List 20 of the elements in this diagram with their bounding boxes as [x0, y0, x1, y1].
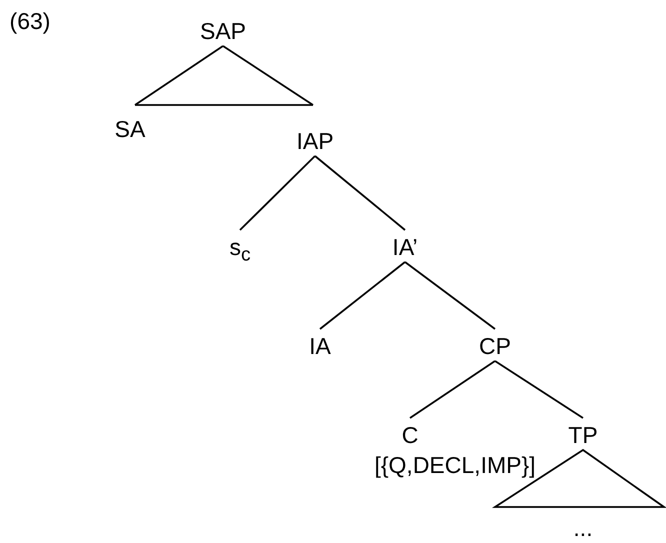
tree-node-label: CP: [479, 333, 511, 359]
tree-node-label: C: [402, 422, 418, 448]
tree-node-label: SAP: [200, 18, 246, 44]
example-number: (63): [10, 8, 50, 34]
branch-line: [319, 261, 406, 330]
tree-node-label: TP: [568, 422, 598, 448]
branch-line: [410, 360, 496, 419]
tree-node-label: s$_{c}$: [229, 234, 251, 269]
branch-line: [494, 360, 584, 419]
branch-line: [222, 45, 314, 106]
branch-line: [404, 261, 496, 330]
tree-node-label: IAP: [296, 128, 334, 154]
tree-node-label: SA: [114, 116, 146, 142]
tree-node-label: IA’: [392, 234, 418, 260]
feature-label: [{Q,DECL,IMP}]: [374, 452, 536, 478]
branch-line: [314, 155, 406, 231]
branch-line: [239, 155, 316, 231]
tree-node-label: IA: [309, 333, 331, 359]
branch-line: [134, 45, 224, 106]
ellipsis-label: ...: [573, 515, 593, 541]
